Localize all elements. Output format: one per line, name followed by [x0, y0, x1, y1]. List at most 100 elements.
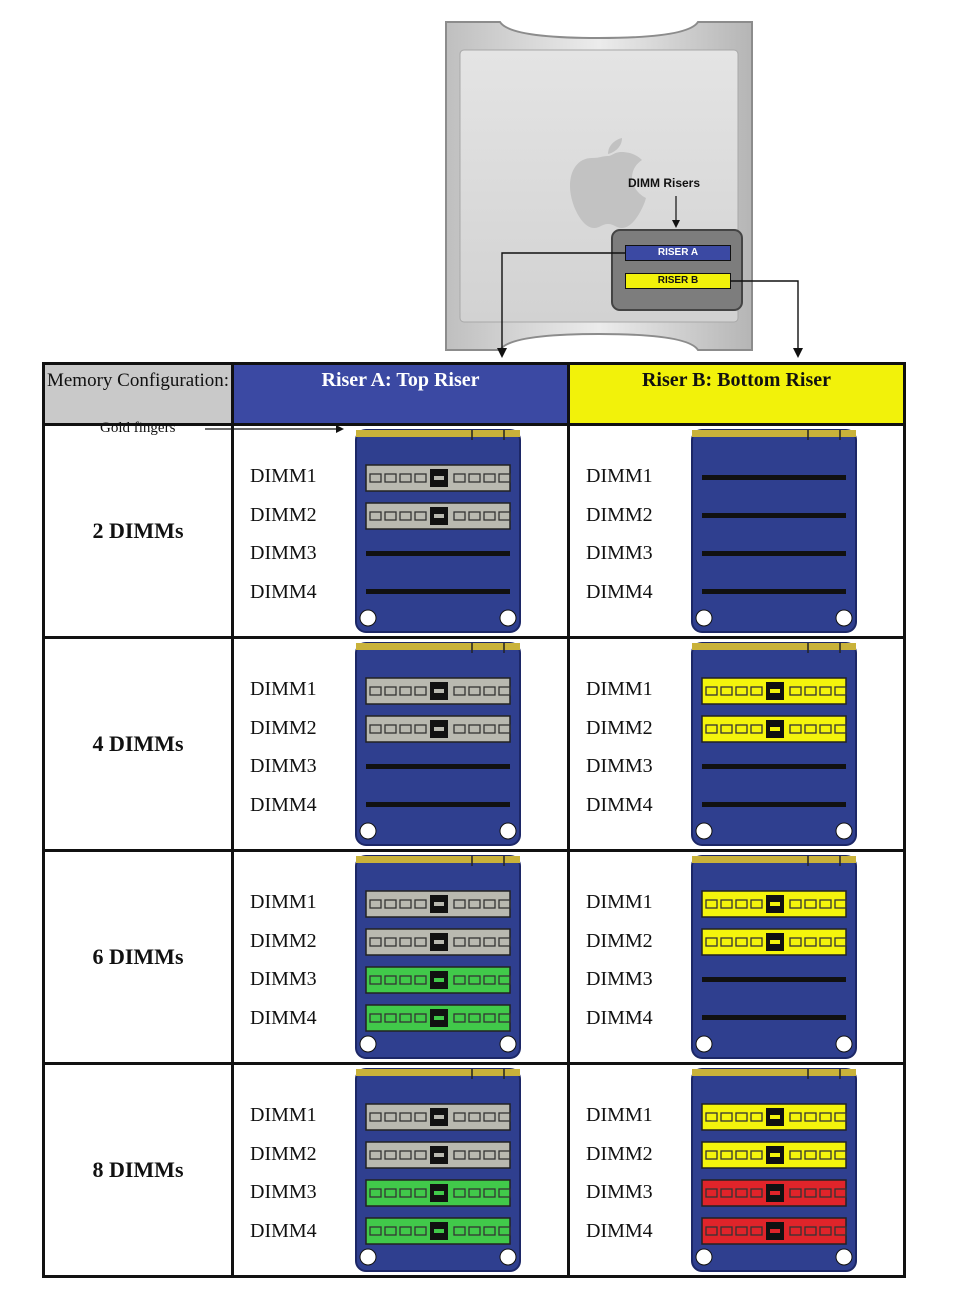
dimm-chip — [369, 1112, 382, 1122]
dimm-slot-label: DIMM1 — [586, 891, 653, 913]
riser-card — [354, 428, 522, 634]
dimm-chip — [369, 511, 382, 521]
dimm-chip — [720, 724, 733, 734]
riser-card-a — [355, 642, 521, 846]
dimm-chip — [483, 473, 496, 483]
dimm-chip — [453, 724, 466, 734]
memory-configuration-label: 8 DIMMs — [42, 1062, 234, 1278]
dimm-slot-label: DIMM2 — [586, 1142, 653, 1165]
dimm-center-mark — [434, 689, 444, 693]
dimm-slot-label: DIMM2 — [250, 503, 317, 526]
dimm-center-mark — [770, 727, 780, 731]
dimm-chip — [453, 473, 466, 483]
dimm-slot-label: DIMM4 — [586, 1219, 653, 1242]
dimm-chip — [369, 899, 382, 909]
dimm-chip — [498, 1226, 511, 1236]
dimm-chip — [498, 1013, 511, 1023]
dimm-chip — [399, 1150, 412, 1160]
riser-card-a — [355, 429, 521, 633]
empty-slot — [702, 1015, 846, 1020]
dimm-chip — [414, 1226, 427, 1236]
dimm-slot-label: DIMM1 — [586, 678, 653, 700]
mount-hole — [695, 609, 713, 627]
dimm-chip — [369, 1013, 382, 1023]
dimm-chip — [414, 686, 427, 696]
riser-card-b — [691, 429, 857, 633]
dimm-chip — [483, 1150, 496, 1160]
dimm-chip — [468, 1188, 481, 1198]
empty-slot — [366, 764, 510, 769]
dimm-slot-label: DIMM3 — [250, 542, 317, 564]
mount-hole — [499, 609, 517, 627]
memory-configuration-label: 2 DIMMs — [42, 423, 234, 639]
dimm-chip — [483, 686, 496, 696]
mac-pro-tower: DIMM Risers RISER A RISER B — [440, 16, 758, 356]
dimm-slot-label: DIMM1 — [250, 678, 317, 700]
dimm-chip — [384, 1112, 397, 1122]
dimm-chip — [384, 686, 397, 696]
dimm-chip — [399, 1112, 412, 1122]
dimm-slot-label: DIMM3 — [586, 1181, 653, 1203]
dimm-chip — [453, 686, 466, 696]
dimm-chip — [483, 1112, 496, 1122]
dimm-slot-label: DIMM3 — [250, 1181, 317, 1203]
dimm-center-mark — [434, 476, 444, 480]
mount-hole — [499, 1035, 517, 1053]
dimm-chip — [384, 1226, 397, 1236]
riser-card — [354, 641, 522, 847]
gold-fingers — [692, 856, 856, 863]
dimm-chip — [384, 511, 397, 521]
dimm-center-mark — [434, 902, 444, 906]
dimm-center-mark — [770, 1191, 780, 1195]
mount-hole — [835, 609, 853, 627]
dimm-chip — [498, 899, 511, 909]
mount-hole — [835, 822, 853, 840]
gold-fingers — [692, 643, 856, 650]
dimm-slot-label: DIMM2 — [250, 716, 317, 739]
dimm-slot-label: DIMM2 — [586, 716, 653, 739]
gold-fingers — [356, 430, 520, 437]
empty-slot — [366, 551, 510, 556]
tower-illustration — [445, 21, 753, 351]
dimm-chip — [804, 937, 817, 947]
dimm-chip — [735, 1188, 748, 1198]
dimm-slot-label: DIMM1 — [250, 891, 317, 913]
dimm-slot-label: DIMM2 — [586, 929, 653, 952]
memory-configuration-label: 6 DIMMs — [42, 849, 234, 1065]
mount-hole — [695, 822, 713, 840]
dimm-chip — [720, 937, 733, 947]
dimm-slot-label: DIMM4 — [250, 793, 317, 816]
dimm-slot-label: DIMM4 — [586, 1006, 653, 1029]
dimm-chip — [705, 1226, 718, 1236]
header-riser-b: Riser B: Bottom Riser — [567, 362, 906, 426]
dimm-chip — [804, 899, 817, 909]
empty-slot — [702, 589, 846, 594]
dimm-chip — [399, 899, 412, 909]
dimm-chip — [453, 511, 466, 521]
gold-fingers — [356, 643, 520, 650]
riser-card — [690, 428, 858, 634]
dimm-slot-label: DIMM1 — [586, 465, 653, 487]
dimm-chip — [834, 724, 847, 734]
dimm-chip — [399, 937, 412, 947]
dimm-chip — [819, 899, 832, 909]
dimm-chip — [834, 1112, 847, 1122]
dimm-chip — [834, 1226, 847, 1236]
dimm-chip — [369, 937, 382, 947]
dimm-chip — [789, 724, 802, 734]
dimm-chip — [819, 686, 832, 696]
dimm-slot-label: DIMM3 — [586, 755, 653, 777]
empty-slot — [702, 802, 846, 807]
dimm-chip — [804, 724, 817, 734]
dimm-chip — [414, 511, 427, 521]
dimm-chip — [384, 937, 397, 947]
dimm-chip — [384, 1188, 397, 1198]
dimm-chip — [789, 1150, 802, 1160]
mount-hole — [835, 1035, 853, 1053]
